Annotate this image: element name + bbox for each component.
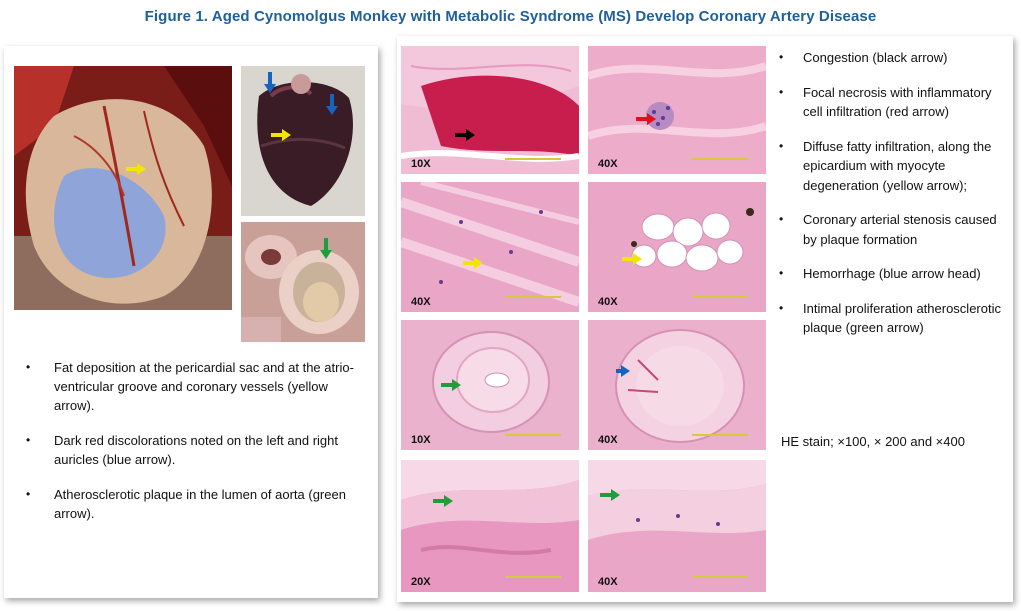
green-arrow-icon [433,495,453,507]
green-arrow-icon [320,238,332,260]
yellow-arrow-icon [271,129,291,141]
list-item: Dark red discolorations noted on the lef… [26,431,366,469]
micrograph-congestion: 10X [401,46,579,174]
list-item: Fat deposition at the pericardial sac an… [26,358,366,415]
magnification-label: 40X [598,296,618,308]
micrograph-intimal-proliferation-2: 40X [588,460,766,592]
list-item: Coronary arterial stenosis caused by pla… [777,210,1009,249]
micrograph-stenosis: 10X [401,320,579,450]
figure-title: Figure 1. Aged Cynomolgus Monkey with Me… [144,8,877,25]
list-item: Diffuse fatty infiltration, along the ep… [777,137,1009,196]
list-item: Focal necrosis with inflammatory cell in… [777,83,1009,122]
yellow-arrow-icon [463,257,483,269]
green-arrow-icon [600,489,620,501]
stain-note: HE stain; ×100, × 200 and ×400 [781,434,965,449]
blue-arrow-icon [326,94,338,116]
aorta-photo [241,222,365,342]
list-item: Hemorrhage (blue arrow head) [777,264,1009,284]
list-item: Congestion (black arrow) [777,48,1009,68]
gross-pathology-panel: Fat deposition at the pericardial sac an… [4,46,378,598]
list-item: Atherosclerotic plaque in the lumen of a… [26,485,366,523]
list-item: Intimal proliferation atherosclerotic pl… [777,299,1009,338]
magnification-label: 40X [598,158,618,170]
micrograph-necrosis: 40X [588,46,766,174]
heart-photo-small [241,66,365,216]
red-arrow-icon [636,113,656,125]
scale-bar [505,434,561,436]
scale-bar [692,296,748,298]
magnification-label: 40X [598,434,618,446]
magnification-label: 20X [411,576,431,588]
scale-bar [505,576,561,578]
magnification-label: 40X [598,576,618,588]
scale-bar [505,158,561,160]
magnification-label: 10X [411,434,431,446]
scale-bar [505,296,561,298]
histology-findings-list: Congestion (black arrow) Focal necrosis … [777,48,1009,353]
yellow-arrow-icon [126,163,146,175]
green-arrow-icon [441,379,461,391]
scale-bar [692,158,748,160]
magnification-label: 10X [411,158,431,170]
yellow-arrow-icon [622,253,642,265]
scale-bar [692,434,748,436]
scale-bar [692,576,748,578]
micrograph-fatty-infiltration-2: 40X [588,182,766,312]
blue-arrow-icon [616,365,630,377]
heart-photo-large [14,66,232,310]
gross-findings-list: Fat deposition at the pericardial sac an… [26,358,366,539]
micrograph-intimal-proliferation-1: 20X [401,460,579,592]
histopathology-panel: 10X 40X 40X [397,36,1013,602]
black-arrow-icon [455,129,475,141]
blue-arrow-icon [264,72,276,94]
micrograph-fatty-infiltration-1: 40X [401,182,579,312]
magnification-label: 40X [411,296,431,308]
micrograph-hemorrhage: 40X [588,320,766,450]
